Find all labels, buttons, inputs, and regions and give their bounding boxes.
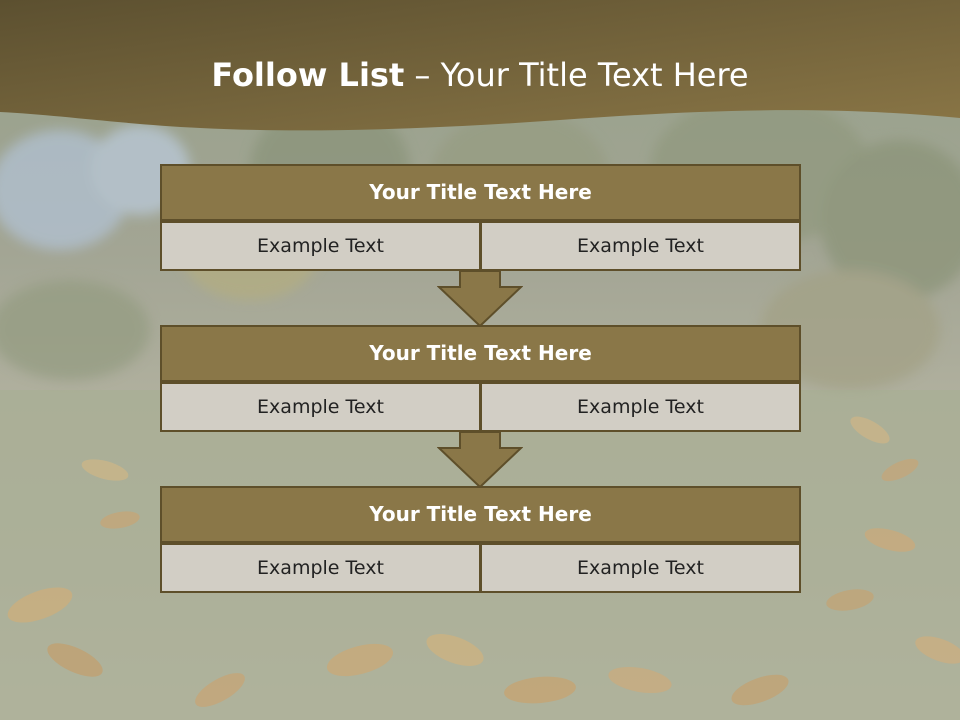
- step-block-2: Your Title Text Here Example Text Exampl…: [160, 325, 801, 433]
- title-bold-part: Follow List: [211, 56, 405, 94]
- step-block-left-cell: Example Text: [160, 543, 481, 593]
- step-block-title: Your Title Text Here: [160, 164, 801, 221]
- slide-title: Follow List – Your Title Text Here: [0, 52, 960, 98]
- step-block-title: Your Title Text Here: [160, 325, 801, 382]
- step-block-3: Your Title Text Here Example Text Exampl…: [160, 486, 801, 594]
- step-block-1: Your Title Text Here Example Text Exampl…: [160, 164, 801, 272]
- step-block-right-cell: Example Text: [480, 221, 801, 271]
- down-arrow-icon: [437, 270, 523, 328]
- step-block-left-cell: Example Text: [160, 382, 481, 432]
- step-block-left-cell: Example Text: [160, 221, 481, 271]
- step-block-title: Your Title Text Here: [160, 486, 801, 543]
- step-block-right-cell: Example Text: [480, 543, 801, 593]
- down-arrow-icon: [437, 431, 523, 489]
- title-rest-part: – Your Title Text Here: [414, 56, 749, 94]
- step-block-right-cell: Example Text: [480, 382, 801, 432]
